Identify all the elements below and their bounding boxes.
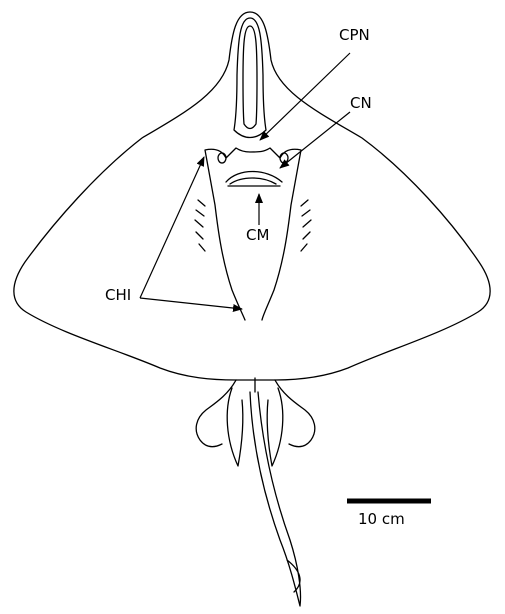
gill-slits-right <box>301 200 311 251</box>
clasper-left <box>227 388 243 466</box>
nostril-left <box>218 153 226 163</box>
chi-pointer-upper <box>140 157 204 298</box>
chi-pointer-lower <box>140 298 242 309</box>
disc-outline <box>14 12 490 380</box>
pelvic-fin-left <box>196 380 236 447</box>
label-cm: CM <box>246 228 269 243</box>
tail <box>250 392 301 606</box>
rostral-inner <box>243 26 257 129</box>
clasper-right <box>267 388 283 466</box>
scale-bar-label: 10 cm <box>358 512 405 527</box>
nostril-right <box>280 153 288 163</box>
mouth <box>226 172 282 187</box>
label-cpn: CPN <box>339 28 370 43</box>
cn-pointer <box>280 112 350 168</box>
label-chi: CHI <box>105 288 131 303</box>
label-cn: CN <box>350 96 372 111</box>
rostral-outline <box>234 18 266 138</box>
gill-slits-left <box>195 200 205 251</box>
cpn-pointer <box>260 53 350 140</box>
